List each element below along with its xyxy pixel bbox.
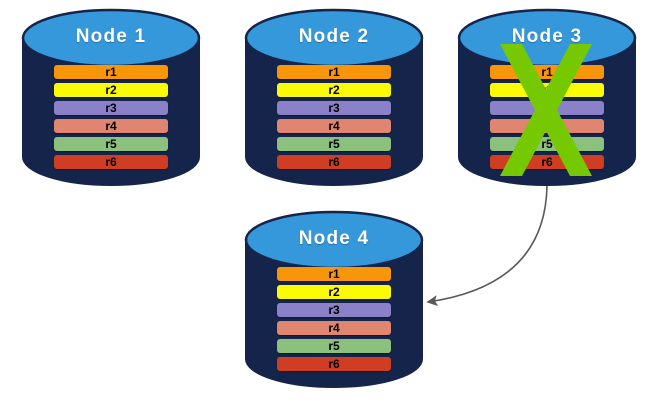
row-label: r4 xyxy=(105,119,117,133)
row-label: r5 xyxy=(328,339,340,353)
row-list: r1 r2 r3 r4 r5 r6 xyxy=(22,65,200,173)
data-row-r1: r1 xyxy=(277,267,391,281)
data-row-r5: r5 xyxy=(54,137,168,151)
row-label: r6 xyxy=(328,155,340,169)
data-row-r3: r3 xyxy=(277,101,391,115)
row-label: r2 xyxy=(541,83,553,97)
data-row-r4: r4 xyxy=(277,321,391,335)
row-label: r5 xyxy=(328,137,340,151)
cylinder-top-ellipse xyxy=(457,8,637,68)
data-row-r5: r5 xyxy=(490,137,604,151)
row-label: r3 xyxy=(328,101,340,115)
data-row-r4: r4 xyxy=(277,119,391,133)
row-label: r3 xyxy=(541,101,553,115)
row-label: r4 xyxy=(328,321,340,335)
data-row-r6: r6 xyxy=(277,155,391,169)
row-list: r1 r2 r3 r4 r5 r6 xyxy=(245,65,423,173)
row-label: r5 xyxy=(105,137,117,151)
data-row-r5: r5 xyxy=(277,137,391,151)
data-row-r4: r4 xyxy=(490,119,604,133)
data-row-r6: r6 xyxy=(277,357,391,371)
data-row-r2: r2 xyxy=(490,83,604,97)
row-label: r2 xyxy=(328,83,340,97)
row-label: r2 xyxy=(328,285,340,299)
data-row-r1: r1 xyxy=(54,65,168,79)
row-list: r1 r2 r3 r4 r5 r6 xyxy=(245,267,423,375)
cylinder-top-ellipse xyxy=(21,8,201,68)
row-label: r1 xyxy=(541,65,553,79)
data-row-r1: r1 xyxy=(490,65,604,79)
row-label: r3 xyxy=(328,303,340,317)
row-label: r3 xyxy=(105,101,117,115)
cylinder-top-ellipse xyxy=(244,8,424,68)
row-label: r4 xyxy=(541,119,553,133)
row-label: r1 xyxy=(328,65,340,79)
data-row-r4: r4 xyxy=(54,119,168,133)
data-row-r6: r6 xyxy=(54,155,168,169)
data-row-r2: r2 xyxy=(277,83,391,97)
data-row-r5: r5 xyxy=(277,339,391,353)
data-row-r3: r3 xyxy=(54,101,168,115)
row-label: r4 xyxy=(328,119,340,133)
row-label: r6 xyxy=(328,357,340,371)
data-row-r3: r3 xyxy=(490,101,604,115)
data-row-r6: r6 xyxy=(490,155,604,169)
row-label: r2 xyxy=(105,83,117,97)
row-label: r6 xyxy=(105,155,117,169)
data-row-r3: r3 xyxy=(277,303,391,317)
data-row-r2: r2 xyxy=(277,285,391,299)
row-label: r1 xyxy=(328,267,340,281)
row-label: r5 xyxy=(541,137,553,151)
row-label: r6 xyxy=(541,155,553,169)
data-row-r1: r1 xyxy=(277,65,391,79)
row-list: r1 r2 r3 r4 r5 r6 xyxy=(458,65,636,173)
cylinder-top-ellipse xyxy=(244,210,424,270)
row-label: r1 xyxy=(105,65,117,79)
data-row-r2: r2 xyxy=(54,83,168,97)
